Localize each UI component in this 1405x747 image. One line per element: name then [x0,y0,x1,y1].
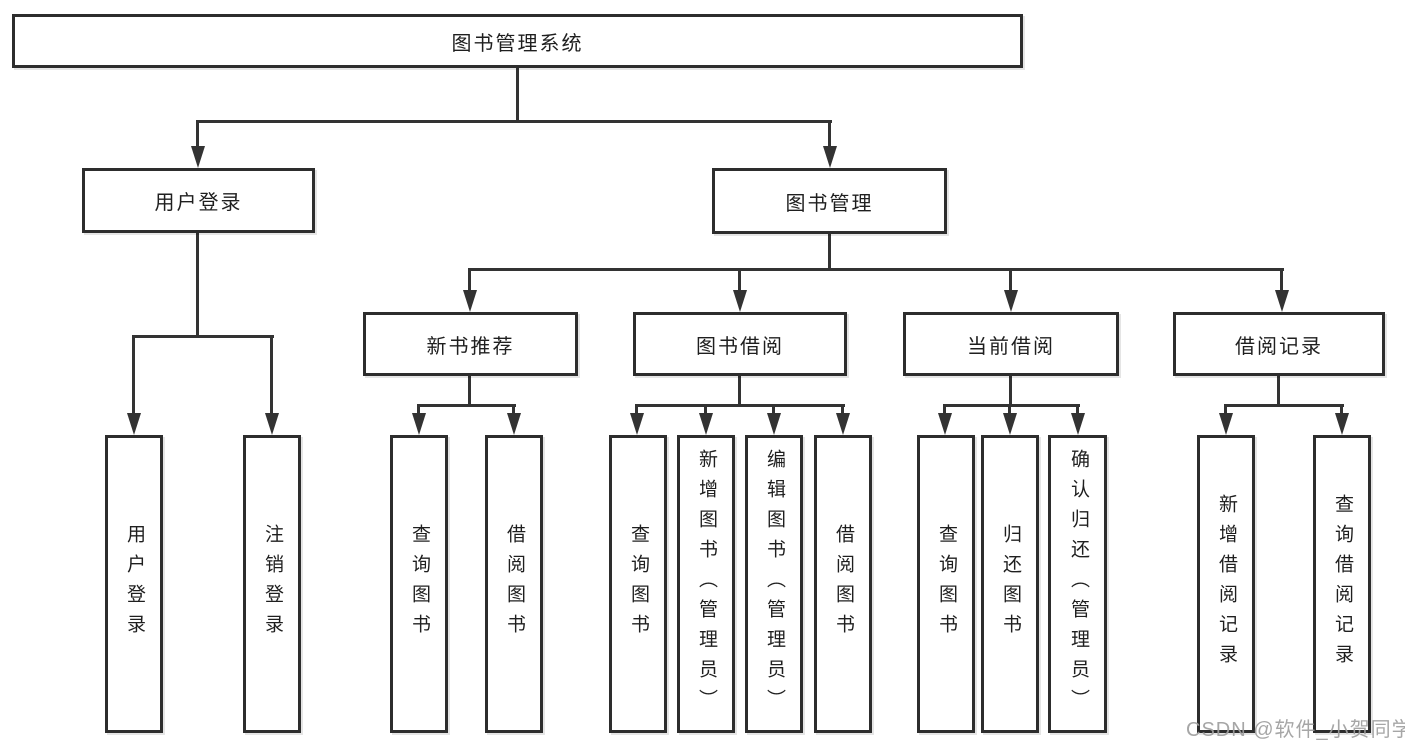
arrow-down-icon [1003,413,1017,435]
node-borrow-history: 借阅记录 [1173,312,1385,376]
arrow-down-icon [836,413,850,435]
node-book-borrow: 图书借阅 [633,312,847,376]
connector-line [1277,376,1280,407]
arrow-down-icon [767,413,781,435]
connector-line [738,268,741,292]
connector-line [1224,404,1344,407]
arrow-down-icon [507,413,521,435]
node-leaf-bh-query-record: 查询借阅记录 [1313,435,1371,733]
connector-line [1280,268,1283,292]
arrow-down-icon [127,413,141,435]
connector-line [512,404,515,416]
arrow-down-icon [630,413,644,435]
node-new-book-rec-label: 新书推荐 [426,335,515,358]
connector-line [635,404,638,416]
node-book-borrow-label: 图书借阅 [696,335,784,358]
connector-line [468,376,471,407]
connector-line [196,120,832,123]
connector-line [1009,268,1012,292]
node-leaf-bh-add-record: 新增借阅记录 [1197,435,1255,733]
connector-line [1076,404,1079,416]
arrow-down-icon [938,413,952,435]
connector-line [635,404,845,407]
arrow-down-icon [191,146,205,168]
connector-line [196,120,199,148]
connector-line [1008,404,1011,416]
connector-line [516,68,519,123]
node-borrow-history-label: 借阅记录 [1235,335,1323,358]
connector-line [270,335,273,415]
node-user-login-label: 用户登录 [154,192,243,214]
node-leaf-login: 用户登录 [105,435,163,733]
arrow-down-icon [699,413,713,435]
arrow-down-icon [265,413,279,435]
connector-line [828,120,831,148]
node-leaf-bb-add-book: 新增图书（管理员） [677,435,735,733]
arrow-down-icon [823,146,837,168]
csdn-watermark: CSDN @软件_小贺同学 [1186,719,1405,741]
connector-line [132,335,274,338]
node-leaf-bb-borrow-book: 借阅图书 [814,435,872,733]
node-root-label: 图书管理系统 [451,32,584,55]
arrow-down-icon [1004,290,1018,312]
node-leaf-rec-borrow-book: 借阅图书 [485,435,543,733]
connector-line [943,404,1080,407]
connector-line [1340,404,1343,416]
node-book-mgmt-label: 图书管理 [785,192,874,215]
node-leaf-bb-query-book: 查询图书 [609,435,667,733]
connector-line [417,404,516,407]
connector-line [468,268,1284,271]
connector-line [1224,404,1227,416]
node-leaf-bb-edit-book: 编辑图书（管理员） [745,435,803,733]
connector-line [772,404,775,416]
node-root: 图书管理系统 [12,14,1023,68]
node-leaf-cb-query-book: 查询图书 [917,435,975,733]
arrow-down-icon [412,413,426,435]
arrow-down-icon [733,290,747,312]
connector-line [704,404,707,416]
node-new-book-rec: 新书推荐 [363,312,578,376]
node-leaf-cb-return-book: 归还图书 [981,435,1039,733]
connector-line [828,234,831,271]
arrow-down-icon [463,290,477,312]
arrow-down-icon [1219,413,1233,435]
connector-line [943,404,946,416]
connector-line [468,268,471,292]
connector-line [738,376,741,407]
connector-line [1009,376,1012,407]
node-leaf-cb-confirm-return: 确认归还（管理员） [1048,435,1107,733]
node-current-borrow: 当前借阅 [903,312,1119,376]
connector-line [196,233,199,338]
node-current-borrow-label: 当前借阅 [967,335,1055,358]
arrow-down-icon [1335,413,1349,435]
connector-line [841,404,844,416]
node-leaf-logout: 注销登录 [243,435,301,733]
arrow-down-icon [1071,413,1085,435]
node-leaf-rec-query-book: 查询图书 [390,435,448,733]
arrow-down-icon [1275,290,1289,312]
node-user-login: 用户登录 [82,168,315,233]
connector-line [417,404,420,416]
node-book-mgmt: 图书管理 [712,168,947,234]
connector-line [132,335,135,415]
